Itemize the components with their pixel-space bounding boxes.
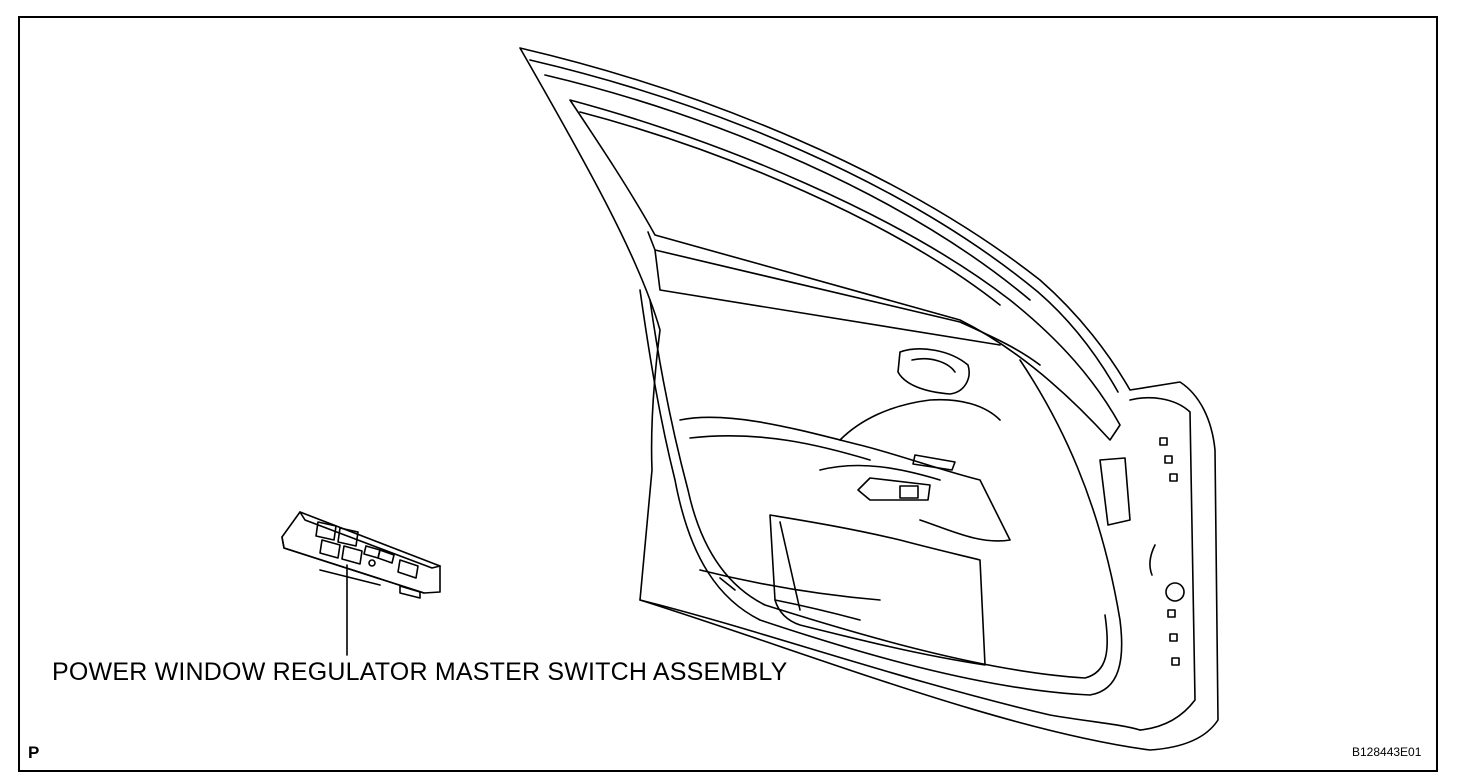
front-door-panel-illustration xyxy=(519,47,1219,751)
door-frame-outer xyxy=(519,47,1219,751)
inner-door-handle xyxy=(897,348,970,395)
master-switch-illustration xyxy=(281,511,441,599)
door-switch-bezel xyxy=(857,477,931,501)
callout-label-master-switch: POWER WINDOW REGULATOR MASTER SWITCH ASS… xyxy=(52,658,788,686)
hinge-side xyxy=(1129,396,1196,731)
trim-panel xyxy=(639,289,1123,696)
map-pocket xyxy=(769,514,986,666)
corner-code: P xyxy=(28,743,40,762)
window-switch-button xyxy=(397,559,419,579)
window-switch-button xyxy=(315,521,337,541)
armrest xyxy=(679,416,1011,542)
window-switch-button xyxy=(337,527,359,547)
figure-id: B128443E01 xyxy=(1352,745,1422,759)
window-opening xyxy=(569,99,1121,441)
window-switch-button xyxy=(341,545,363,565)
diagram-frame xyxy=(18,16,1438,772)
lock-switch-button xyxy=(377,549,395,564)
lock-indicator xyxy=(368,559,376,567)
window-switch-button xyxy=(319,539,341,559)
